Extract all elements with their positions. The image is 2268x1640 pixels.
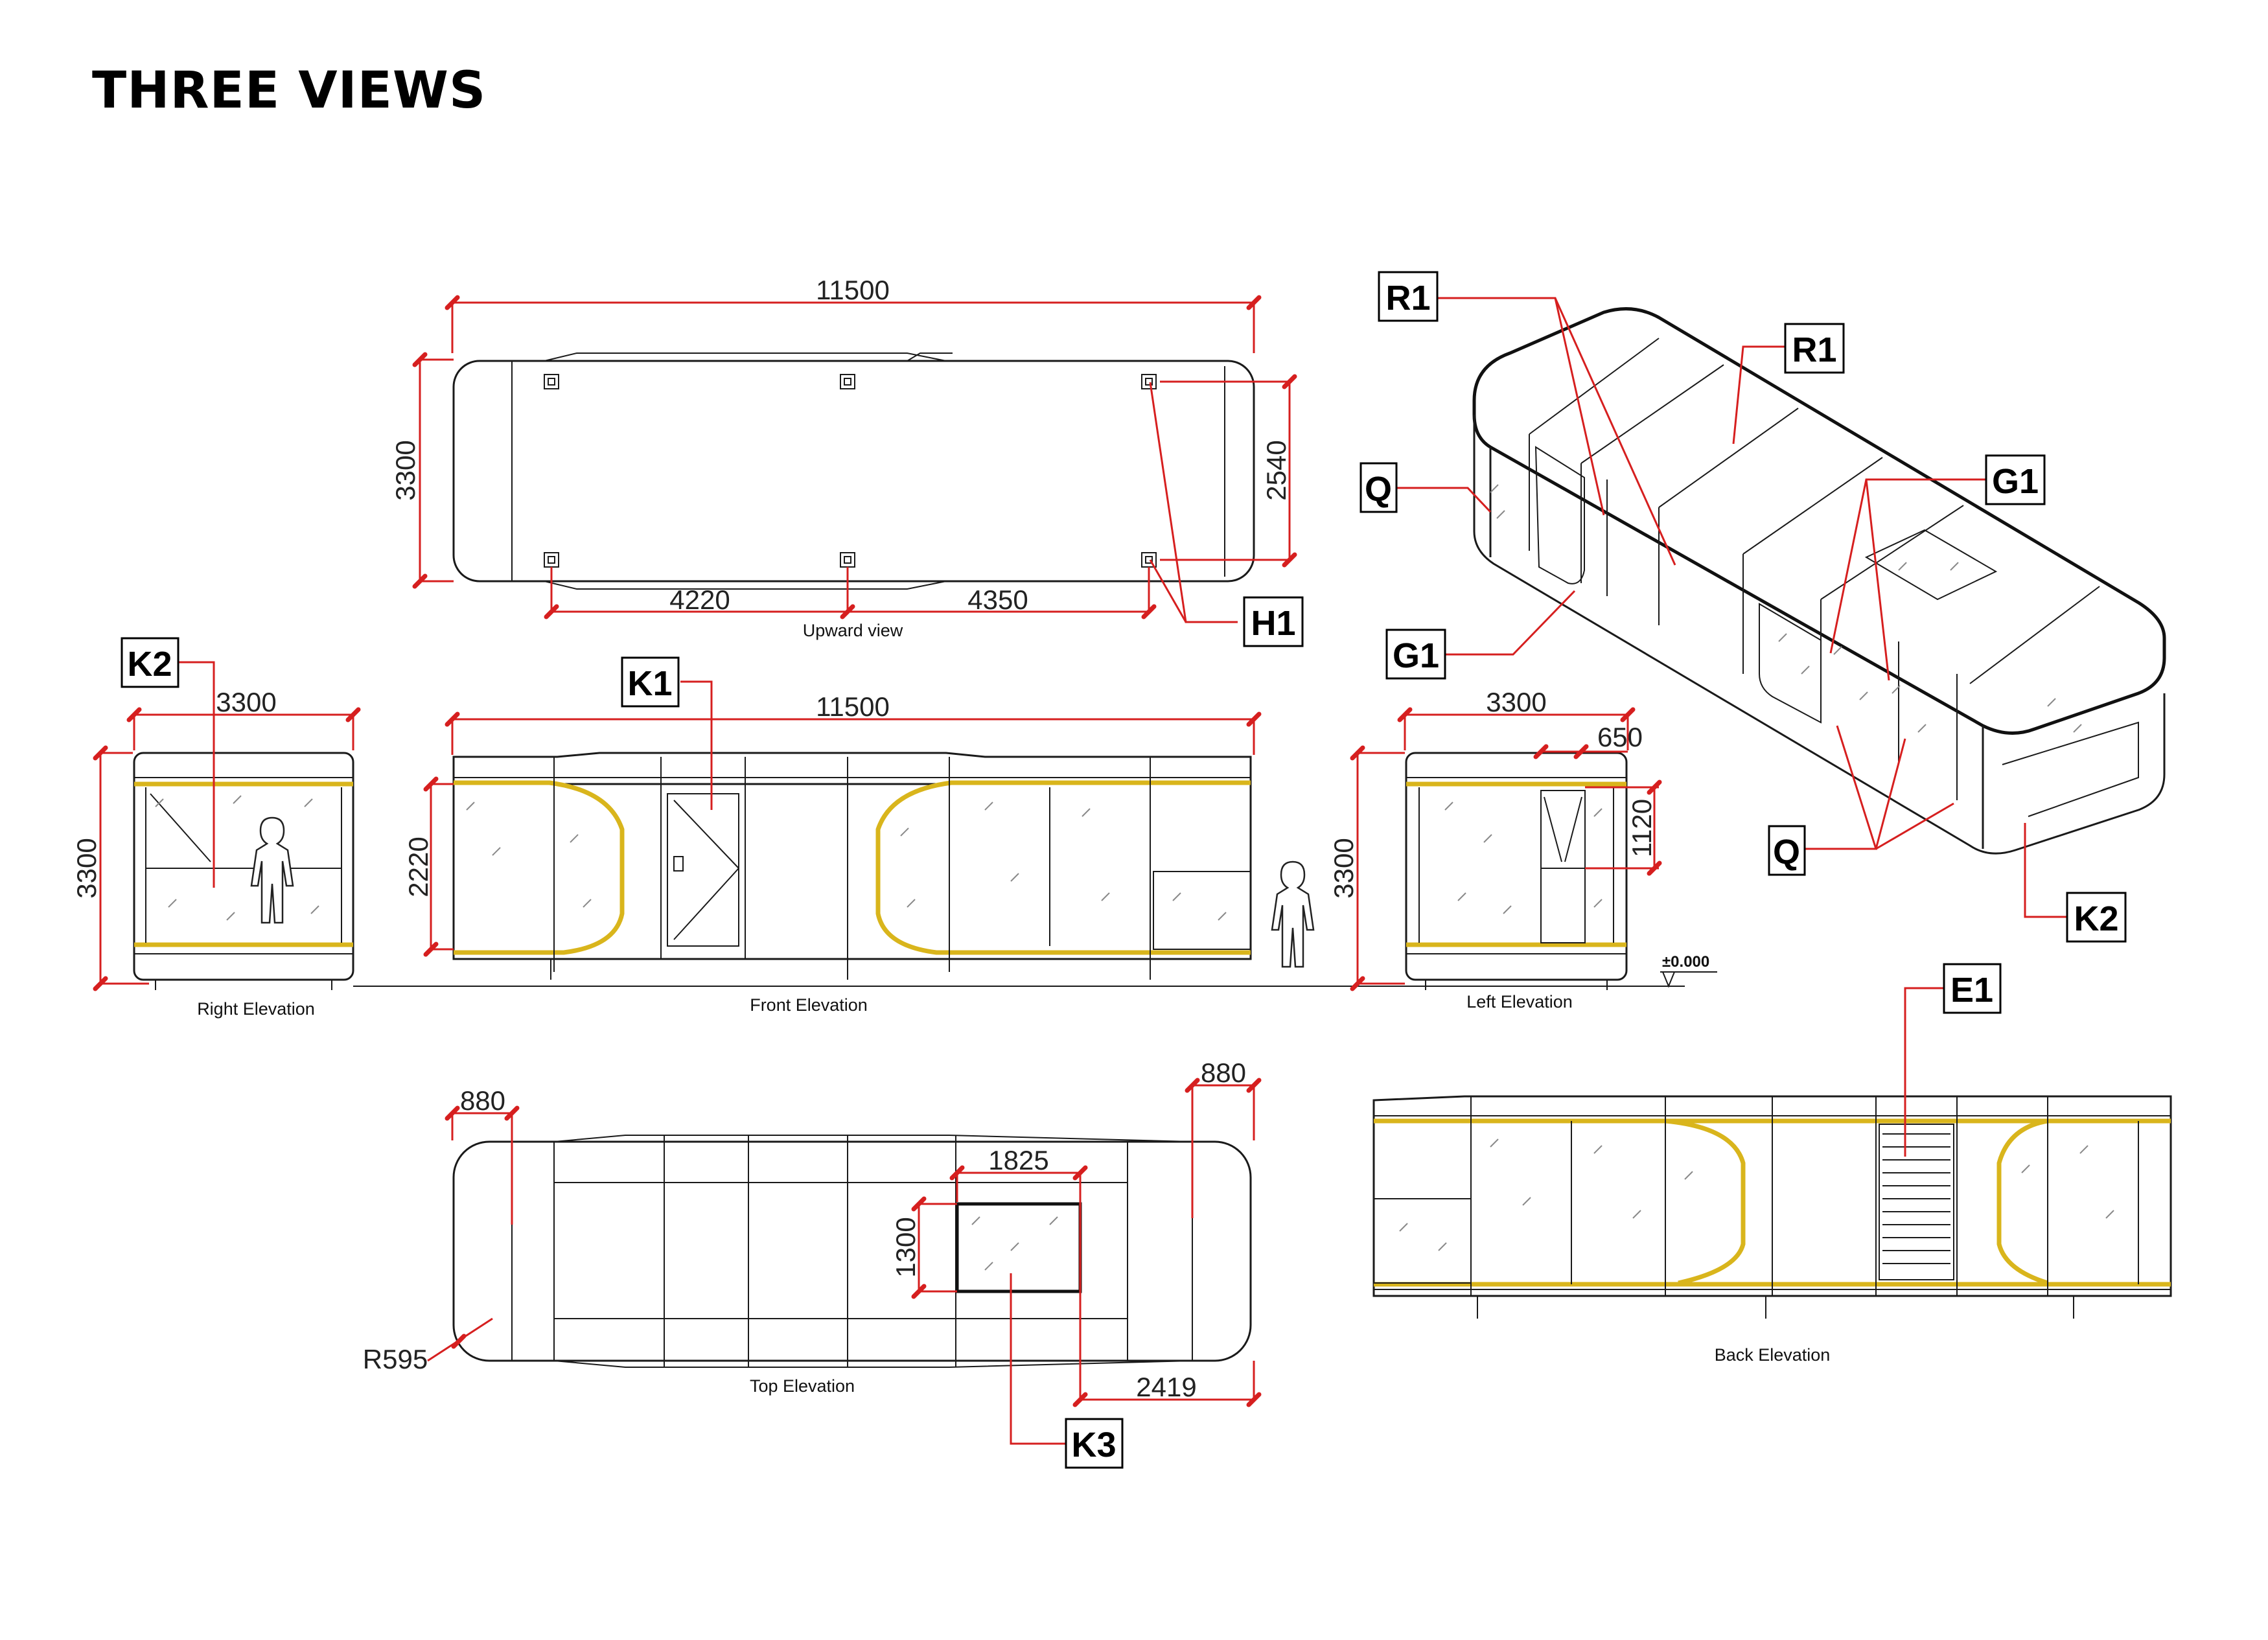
caption-left-elevation: Left Elevation <box>1466 992 1573 1011</box>
dim-top-offset: 2419 <box>1136 1372 1196 1402</box>
caption-top-elevation: Top Elevation <box>750 1376 855 1396</box>
callout-k3: K3 <box>1071 1426 1116 1464</box>
callout-g1-b: G1 <box>1393 636 1439 675</box>
right-elevation: 3300 3300 Right Elevation <box>71 687 361 1019</box>
dim-right-height: 3300 <box>71 838 102 898</box>
page-title: THREE VIEWS <box>92 62 487 120</box>
dim-left-width: 3300 <box>1486 687 1546 717</box>
callout-k1: K1 <box>627 664 672 703</box>
caption-upward-view: Upward view <box>803 621 903 640</box>
isometric-view <box>1472 307 2166 855</box>
dim-upward-span1: 4220 <box>669 584 730 615</box>
dim-top-radius: R595 <box>363 1344 428 1374</box>
dim-left-height: 3300 <box>1328 838 1359 898</box>
dim-top-end-right: 880 <box>1201 1057 1246 1088</box>
caption-back-elevation: Back Elevation <box>1715 1345 1831 1365</box>
dim-front-length: 11500 <box>816 691 890 722</box>
callout-q-b: Q <box>1773 833 1800 872</box>
callout-labels: R1 R1 Q G1 G1 H1 K2 K1 Q K2 E1 K3 <box>121 271 2127 1469</box>
callout-g1-a: G1 <box>1992 462 2039 501</box>
dim-left-window: 1120 <box>1626 799 1657 857</box>
upward-view: 11500 3300 2540 4220 4350 Upward view <box>390 275 1297 640</box>
dim-right-width: 3300 <box>216 687 276 717</box>
caption-front-elevation: Front Elevation <box>750 995 868 1015</box>
callout-r1-b: R1 <box>1792 330 1836 369</box>
front-elevation: 11500 2220 Front Elevation <box>403 691 1315 1015</box>
dim-top-skylight-w: 1825 <box>988 1145 1048 1175</box>
level-marker: ±0.000 <box>1662 953 1709 971</box>
dim-upward-span2: 4350 <box>967 584 1028 615</box>
dim-left-offset: 650 <box>1597 722 1643 752</box>
callout-r1-a: R1 <box>1385 279 1430 318</box>
callout-q-a: Q <box>1365 470 1392 509</box>
left-elevation: 3300 650 1120 3300 ±0.000 Left Elevation <box>1328 687 1717 1011</box>
dim-top-skylight-h: 1300 <box>890 1217 921 1277</box>
dim-upward-width: 3300 <box>390 440 421 500</box>
callout-k2-a: K2 <box>127 645 172 684</box>
caption-right-elevation: Right Elevation <box>197 999 315 1019</box>
top-elevation: 880 880 1825 1300 2419 R595 Top Elevatio… <box>363 1057 1262 1407</box>
back-elevation: Back Elevation <box>1372 1095 2172 1365</box>
dim-upward-length: 11500 <box>816 275 890 305</box>
dim-upward-inner: 2540 <box>1261 440 1291 500</box>
callout-leaders <box>178 297 2067 1445</box>
dim-top-end-left: 880 <box>460 1085 505 1116</box>
dim-front-height: 2220 <box>403 837 434 897</box>
callout-h1: H1 <box>1251 604 1295 643</box>
callout-k2-b: K2 <box>2074 899 2118 938</box>
callout-e1: E1 <box>1950 971 1993 1010</box>
